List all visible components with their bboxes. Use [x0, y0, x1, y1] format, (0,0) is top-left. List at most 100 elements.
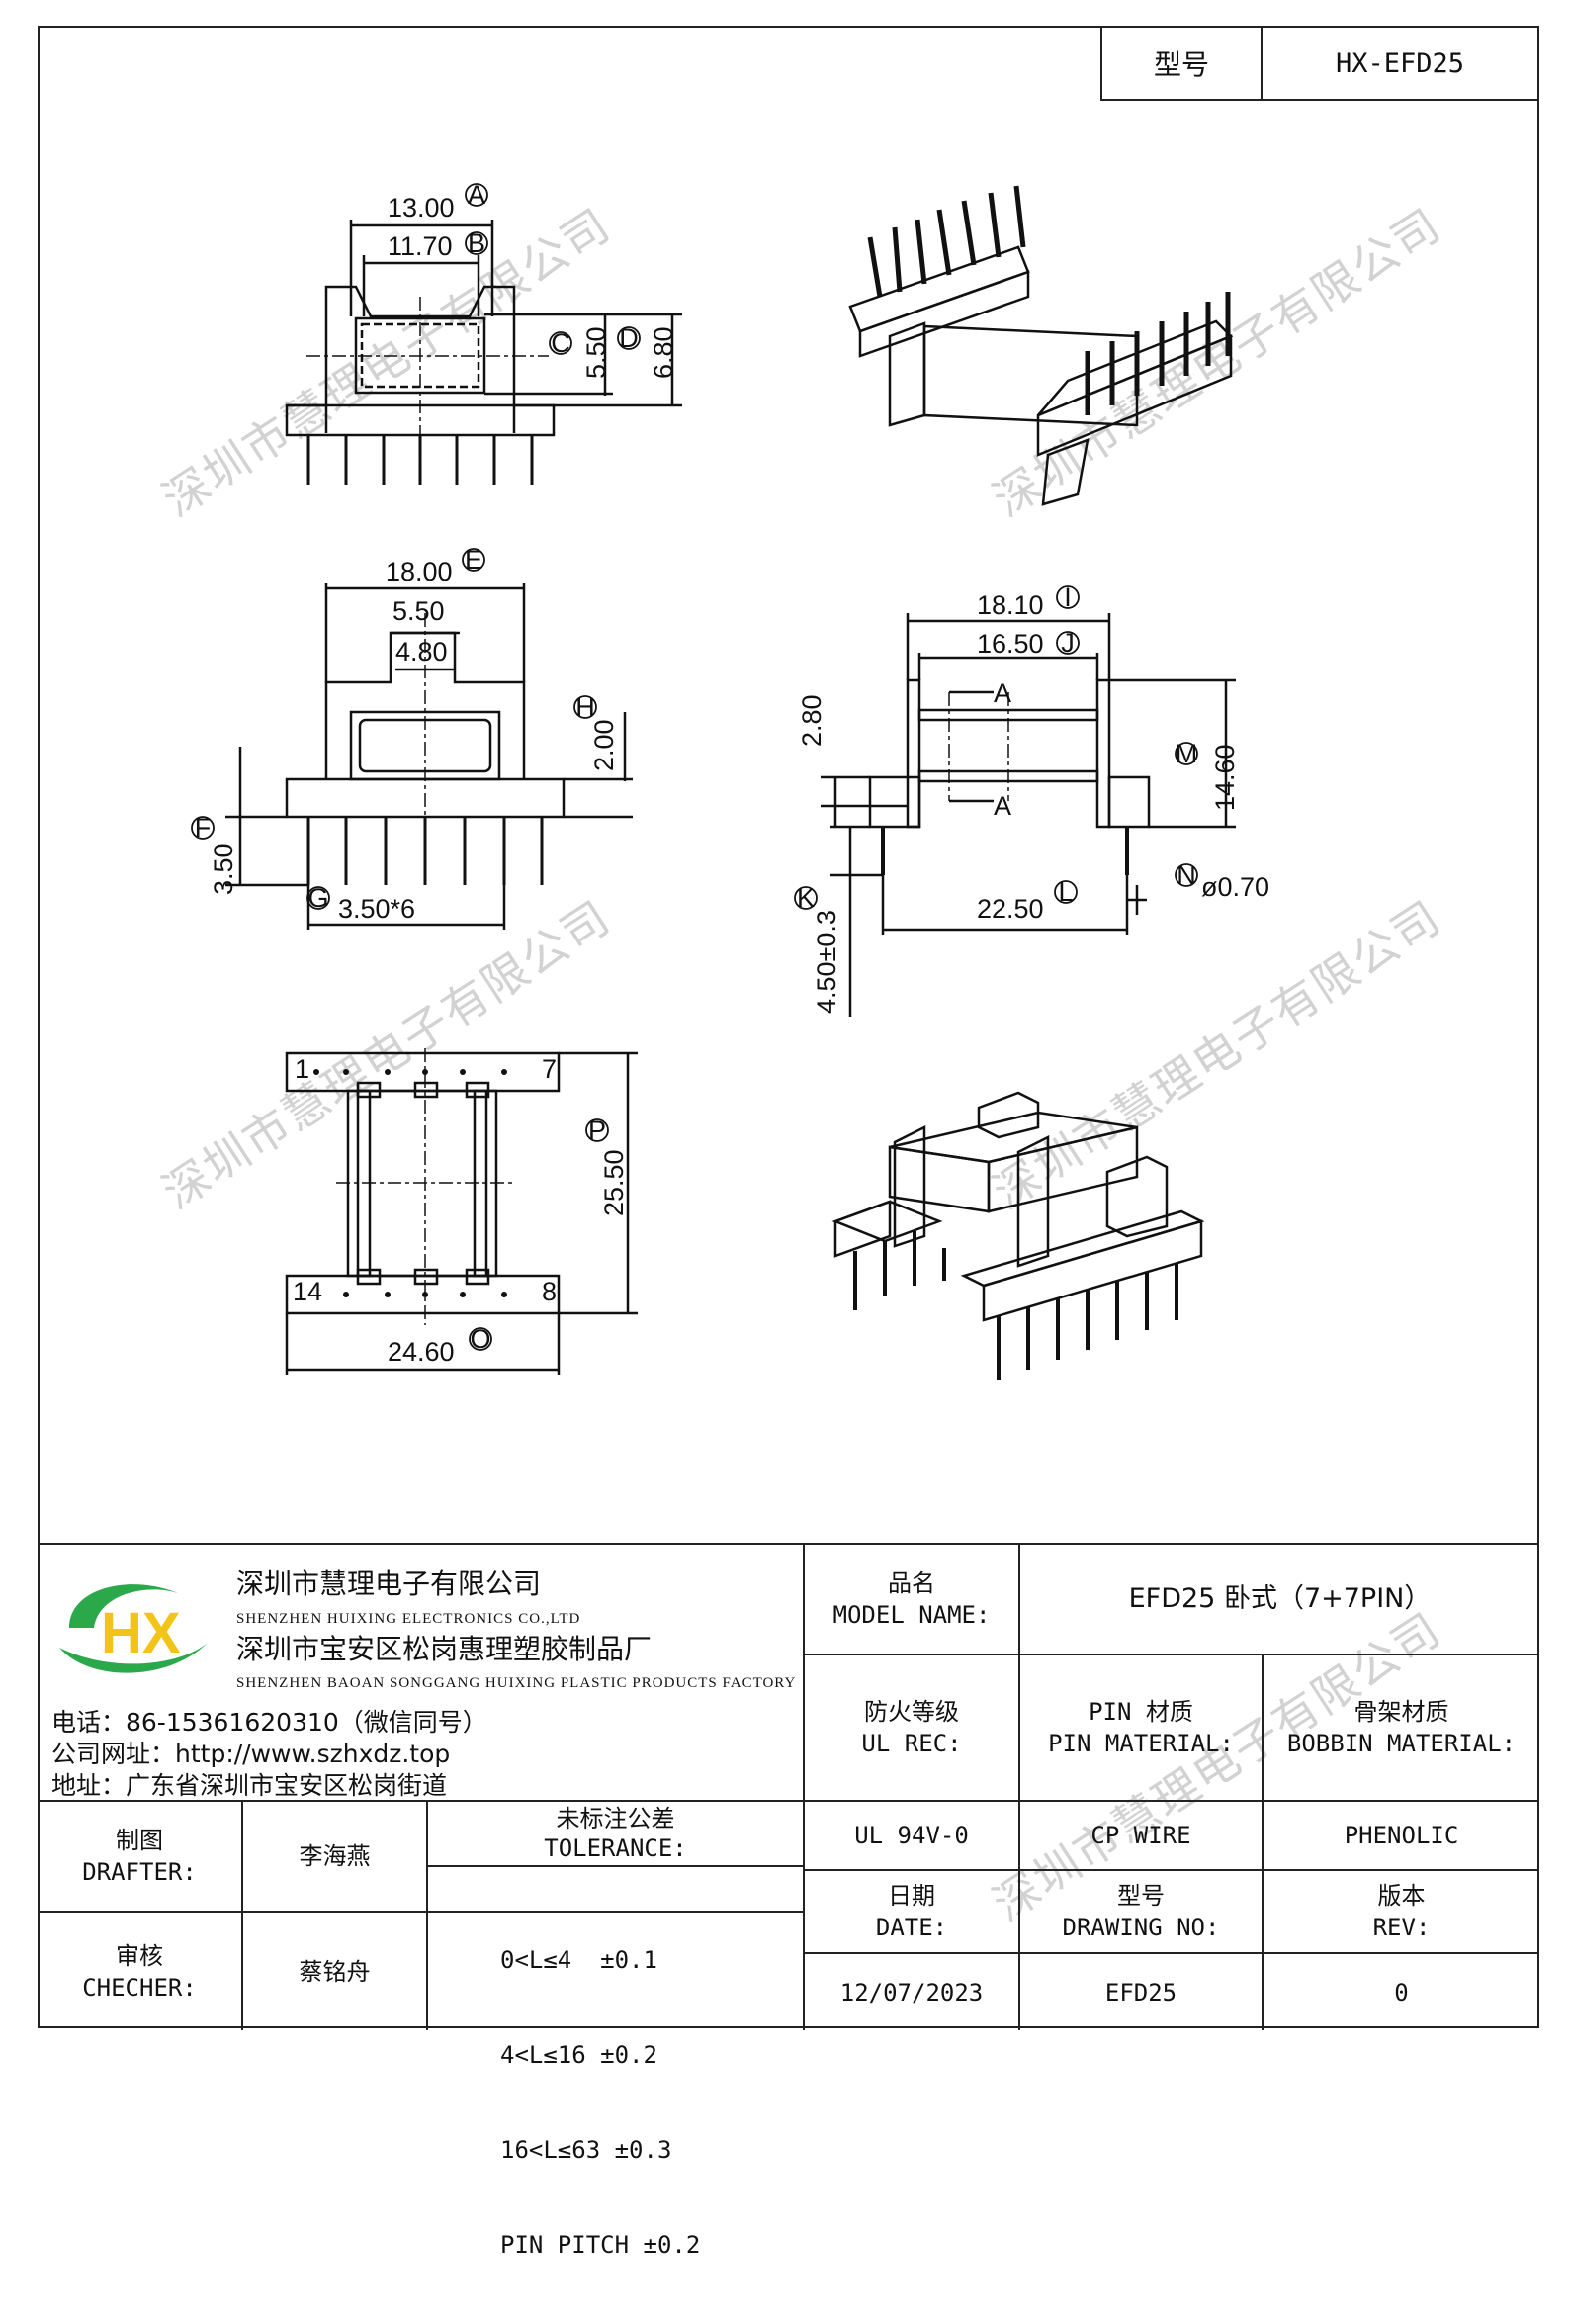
pin-8-label: 8: [542, 1277, 557, 1306]
circle-b: B: [468, 228, 485, 258]
ul-en: UL REC:: [861, 1730, 962, 1757]
logo-text: HX: [101, 1601, 181, 1665]
circle-k: K: [797, 883, 815, 913]
tolerance-line: 16<L≤63 ±0.3: [500, 2136, 672, 2164]
dim-m: 14.60: [1210, 744, 1240, 811]
circle-f: F: [195, 813, 212, 843]
dim-h: 2.00: [589, 719, 619, 771]
dimension-labels: 13.00 11.70 A B C D 5.50 6.80 18.00 E 5.…: [195, 180, 1269, 1367]
company-name-cn: 深圳市慧理电子有限公司: [236, 1567, 542, 1600]
circle-g: G: [307, 883, 328, 913]
iso-view-bottom: [831, 1091, 1205, 1380]
tolerance-line: PIN PITCH ±0.2: [500, 2231, 701, 2259]
ul-value: UL 94V-0: [854, 1822, 969, 1849]
drafter-header: 制图 DRAFTER:: [38, 1802, 241, 1911]
iso-view-top: [848, 185, 1234, 506]
tol-en: TOLERANCE:: [544, 1834, 687, 1862]
section-a-top: A: [994, 678, 1011, 708]
pin-material-value: CP WIRE: [1090, 1822, 1191, 1849]
drafter-name: 李海燕: [299, 1842, 371, 1870]
dim-l: 22.50: [977, 894, 1044, 924]
pin-7-label: 7: [542, 1054, 557, 1084]
circle-n: N: [1177, 860, 1196, 890]
drafter-en: DRAFTER:: [82, 1858, 197, 1886]
tolerance-line: 0<L≤4 ±0.1: [500, 1946, 657, 1974]
model-name-en: MODEL NAME:: [832, 1601, 991, 1629]
date-value: 12/07/2023: [839, 1978, 984, 2007]
pin-mat-en: PIN MATERIAL:: [1048, 1730, 1234, 1757]
top-view: [285, 1048, 638, 1375]
checker-en: CHECHER:: [82, 1973, 197, 2002]
dim-e3: 4.80: [395, 637, 448, 667]
section-a-bottom: A: [994, 791, 1011, 821]
dwg-en: DRAWING NO:: [1062, 1914, 1220, 1941]
drawing-frame: [38, 26, 1539, 2028]
circle-p: P: [588, 1116, 606, 1145]
bobbin-material-value: PHENOLIC: [1344, 1822, 1459, 1849]
model-name-value: EFD25 卧式（7+7PIN）: [1128, 1583, 1432, 1614]
circle-j: J: [1061, 628, 1075, 658]
date-en: DATE:: [875, 1914, 948, 1941]
title-block: HX 深圳市慧理电子有限公司 SHENZHEN HUIXING ELECTRON…: [38, 1543, 1539, 2259]
rev-cn: 版本: [1377, 1882, 1426, 1910]
checker-cn: 审核: [116, 1941, 163, 1970]
circle-e: E: [465, 545, 482, 575]
dim-j: 16.50: [977, 629, 1044, 659]
factory-name-en: SHENZHEN BAOAN SONGGANG HUIXING PLASTIC …: [236, 1675, 797, 1691]
date-cn: 日期: [888, 1882, 935, 1910]
front-view: [191, 548, 633, 930]
model-name-header: 品名 MODEL NAME:: [805, 1545, 1018, 1654]
circle-a: A: [468, 180, 485, 210]
checker-header: 审核 CHECHER:: [38, 1913, 241, 2030]
circle-o: O: [470, 1324, 490, 1354]
factory-name-cn: 深圳市宝安区松岗惠理塑胶制品厂: [236, 1633, 653, 1665]
dim-d: 6.80: [649, 326, 678, 379]
drawing-no-header: 型号 DRAWING NO:: [1020, 1871, 1262, 1952]
circle-c: C: [551, 328, 570, 358]
dim-i: 18.10: [977, 590, 1044, 620]
company-name-en: SHENZHEN HUIXING ELECTRONICS CO.,LTD: [236, 1611, 581, 1627]
website-line: 公司网址：http://www.szhxdz.top: [51, 1740, 451, 1768]
dim-k: 4.50±0.3: [812, 910, 841, 1014]
dim-b: 11.70: [388, 231, 453, 261]
bobbin-en: BOBBIN MATERIAL:: [1286, 1730, 1517, 1757]
pin-1-label: 1: [295, 1054, 309, 1084]
pin-mat-cn: PIN 材质: [1089, 1698, 1193, 1726]
rev-header: 版本 REV:: [1264, 1871, 1539, 1952]
circle-l: L: [1058, 877, 1073, 907]
dim-e: 18.00: [386, 557, 453, 586]
pin-14-label: 14: [293, 1277, 322, 1306]
company-logo: HX: [59, 1584, 208, 1673]
ul-rec-header: 防火等级 UL REC:: [805, 1655, 1018, 1800]
model-value: HX-EFD25: [1335, 47, 1465, 79]
phone-line: 电话：86-15361620310（微信同号）: [51, 1708, 487, 1737]
address-line: 地址：广东省深圳市宝安区松岗街道: [51, 1771, 448, 1800]
dim-f: 3.50: [209, 843, 238, 895]
circle-m: M: [1176, 739, 1198, 768]
dim-a: 13.00: [388, 193, 455, 223]
circle-i: I: [1064, 582, 1072, 612]
drawing-no-value: EFD25: [1104, 1978, 1177, 2007]
dim-n: ø0.70: [1201, 872, 1269, 902]
dim-g: 3.50*6: [338, 894, 415, 924]
dim-2-80: 2.80: [797, 694, 827, 747]
bobbin-cn: 骨架材质: [1353, 1698, 1449, 1726]
circle-h: H: [575, 692, 595, 722]
dim-e2: 5.50: [392, 596, 445, 626]
drafter-cn: 制图: [116, 1827, 163, 1854]
dim-o: 24.60: [388, 1337, 455, 1367]
circle-d: D: [619, 323, 639, 353]
rev-value: 0: [1394, 1978, 1409, 2007]
tol-cn: 未标注公差: [556, 1805, 675, 1832]
dim-c: 5.50: [581, 326, 611, 379]
model-name-cn: 品名: [888, 1569, 935, 1597]
technical-drawing: [191, 183, 1236, 1380]
end-view: [285, 183, 682, 485]
model-label: 型号: [1102, 28, 1263, 99]
date-header: 日期 DATE:: [805, 1871, 1018, 1952]
rev-en: REV:: [1372, 1914, 1431, 1941]
side-view: [794, 585, 1236, 1017]
pin-material-header: PIN 材质 PIN MATERIAL:: [1020, 1655, 1262, 1800]
bobbin-material-header: 骨架材质 BOBBIN MATERIAL:: [1264, 1655, 1539, 1800]
tolerance-header: 未标注公差 TOLERANCE:: [428, 1802, 803, 1865]
